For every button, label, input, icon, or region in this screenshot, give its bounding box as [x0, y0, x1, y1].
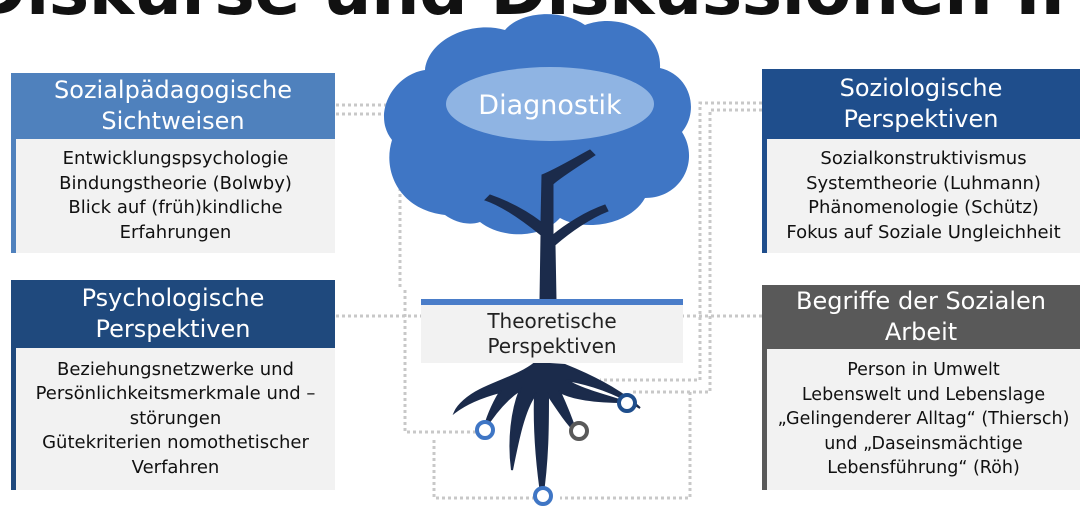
- begriffe-heading-line-2: Arbeit: [884, 318, 958, 346]
- psycho-item: störungen: [129, 407, 222, 429]
- theory-line-2: Perspektiven: [487, 334, 617, 358]
- theoretical-perspectives-label: Theoretische Perspektiven: [421, 299, 683, 363]
- diagnostik-label: Diagnostik: [478, 89, 622, 121]
- psycho-item: Gütekriterien nomothetischer: [42, 432, 309, 454]
- sozio-heading: Soziologische Perspektiven: [762, 69, 1080, 139]
- tree-trunk-icon: [452, 149, 641, 501]
- psycho-heading-line-1: Psychologische: [81, 284, 265, 312]
- psycho-item: Beziehungsnetzwerke und: [57, 358, 294, 380]
- sozialpaed-body: Entwicklungspsychologie Bindungstheorie …: [11, 139, 335, 253]
- sozialpaed-item: Blick auf (früh)kindliche: [68, 197, 283, 218]
- sozio-item: Sozialkonstruktivismus: [820, 148, 1027, 169]
- sozio-item: Systemtheorie (Luhmann): [806, 172, 1041, 194]
- begriffe-item: Person in Umwelt: [847, 360, 1000, 381]
- begriffe-heading: Begriffe der Sozialen Arbeit: [762, 285, 1080, 349]
- sozialpaed-item: Erfahrungen: [119, 221, 232, 243]
- sozio-heading-line-2: Perspektiven: [843, 105, 999, 133]
- begriffe-item: Lebensführung“ (Röh): [827, 458, 1020, 479]
- begriffe-body: Person in Umwelt Lebenswelt und Lebensla…: [762, 349, 1080, 490]
- root-node-icon: [475, 393, 637, 506]
- sozialpaed-item: Entwicklungspsychologie: [62, 148, 289, 169]
- sozialpaed-item: Bindungstheorie (Bolwby): [59, 172, 292, 194]
- begriffe-item: und „Daseinsmächtige: [824, 433, 1023, 454]
- sozialpaed-heading-line-1: Sozialpädagogische: [54, 76, 292, 104]
- psycho-heading-line-2: Perspektiven: [95, 315, 251, 343]
- theory-line-1: Theoretische: [487, 309, 617, 333]
- crown-highlight: [446, 67, 654, 141]
- sozialpaed-heading: Sozialpädagogische Sichtweisen: [11, 73, 335, 139]
- psycho-body: Beziehungsnetzwerke und Persönlichkeitsm…: [11, 348, 335, 490]
- sozio-item: Fokus auf Soziale Ungleichheit: [786, 221, 1061, 243]
- psycho-item: Verfahren: [131, 456, 220, 478]
- sozio-body: Sozialkonstruktivismus Systemtheorie (Lu…: [762, 139, 1080, 253]
- begriffe-heading-line-1: Begriffe der Sozialen: [796, 287, 1046, 315]
- begriffe-item: „Gelingenderer Alltag“ (Thiersch): [777, 409, 1070, 430]
- sozio-heading-line-1: Soziologische: [839, 74, 1003, 102]
- sozio-item: Phänomenologie (Schütz): [808, 197, 1039, 218]
- psycho-item: Persönlichkeitsmerkmale und –: [35, 383, 316, 405]
- sozialpaed-heading-line-2: Sichtweisen: [101, 107, 245, 135]
- begriffe-item: Lebenswelt und Lebenslage: [801, 384, 1046, 405]
- psycho-heading: Psychologische Perspektiven: [11, 280, 335, 348]
